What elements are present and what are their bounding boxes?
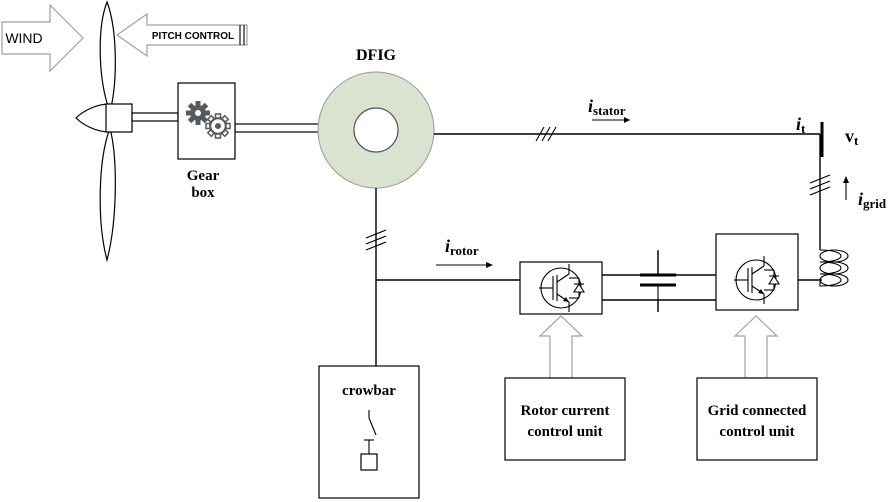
pitch-control-label: PITCH CONTROL — [152, 31, 234, 42]
gearbox: Gear box — [177, 82, 236, 201]
crowbar-switch-icon — [360, 410, 378, 471]
terminal-current-label: it — [796, 114, 806, 136]
gear-icon — [186, 101, 231, 139]
grid-connected-control-unit: Grid connected control unit — [696, 377, 818, 461]
igbt-switch-icon — [734, 256, 780, 304]
rotor-current-control-unit: Rotor current control unit — [504, 377, 626, 461]
svg-text:igrid: igrid — [858, 189, 887, 211]
rotor-control-signal-arrow — [538, 315, 584, 379]
grid-control-signal-arrow — [733, 315, 779, 379]
three-phase-mark-stator — [535, 126, 557, 142]
gearbox-label-line2: box — [191, 185, 215, 201]
rotor-current-label: irotor — [436, 236, 493, 268]
low-speed-shaft — [131, 112, 179, 122]
grid-inductor-icon — [819, 249, 849, 287]
wind-arrow: WIND — [1, 3, 84, 73]
igbt-switch-icon — [539, 264, 585, 312]
turbine-rotor-icon — [75, 0, 133, 263]
gearbox-label-line1: Gear — [187, 168, 220, 184]
rotor-side-converter — [519, 261, 603, 315]
high-speed-shaft — [234, 123, 320, 133]
stator-current-label: istator — [588, 96, 630, 123]
svg-text:it: it — [796, 114, 806, 136]
rotor-control-unit-line2: control unit — [527, 424, 602, 440]
wind-label: WIND — [5, 30, 42, 46]
svg-text:irotor: irotor — [445, 236, 479, 258]
grid-control-unit-line1: Grid connected — [708, 403, 807, 419]
dc-link — [602, 250, 716, 312]
capacitor-icon — [640, 250, 676, 312]
dfig-title: DFIG — [356, 47, 397, 64]
three-phase-mark-grid — [809, 174, 831, 196]
pitch-control-arrow: PITCH CONTROL — [115, 12, 248, 58]
svg-text:istator: istator — [588, 96, 626, 118]
dfig-generator: DFIG — [317, 47, 435, 189]
crowbar-unit: crowbar — [318, 365, 420, 499]
crowbar-label: crowbar — [342, 383, 396, 399]
grid-control-unit-line2: control unit — [719, 424, 794, 440]
grid-current-label: igrid — [843, 176, 887, 211]
rotor-control-unit-line1: Rotor current — [520, 403, 609, 419]
terminal-voltage-label: vt — [845, 126, 859, 148]
grid-side-converter — [715, 233, 799, 311]
svg-text:vt: vt — [845, 126, 859, 148]
three-phase-mark-rotor — [365, 229, 387, 251]
